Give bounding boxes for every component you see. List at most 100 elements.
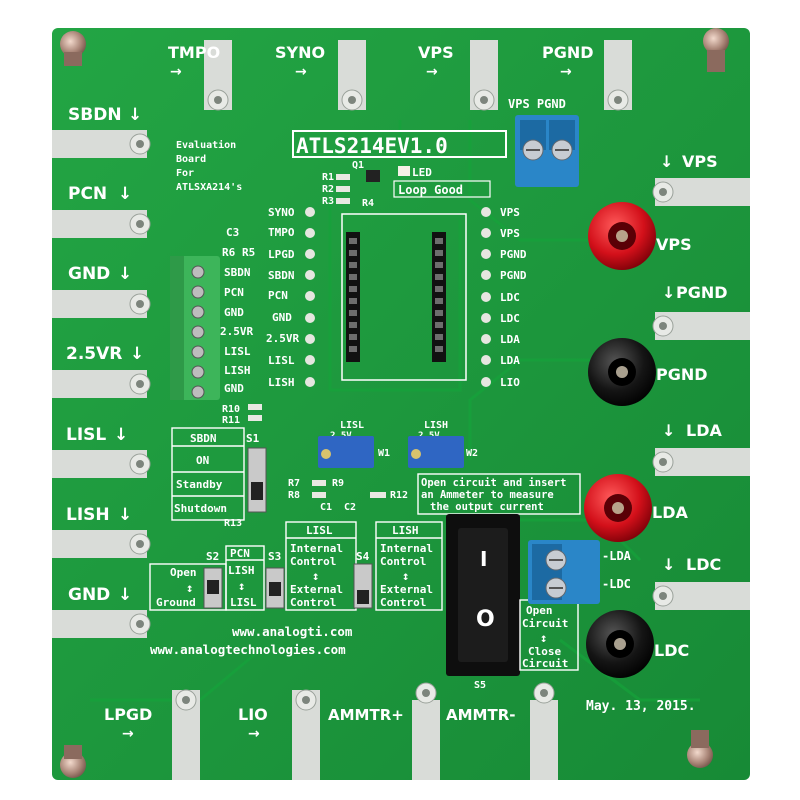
svg-text:LED: LED — [412, 166, 432, 179]
svg-text:LISH: LISH — [228, 564, 255, 577]
svg-text:SBDN: SBDN — [268, 269, 295, 282]
slide-switch-s1 — [247, 447, 267, 513]
binding-post-pgnd: PGND — [588, 338, 708, 406]
s1-sbdn-box: SBDN S1 ON Standby Shutdown — [171, 427, 267, 521]
arrow-icon: → — [295, 64, 307, 80]
vps-pgnd-terminal: VPS PGND — [508, 97, 579, 187]
right-pin-header: VPS VPS PGND PGND LDC LDC LDA LDA LIO — [481, 206, 527, 389]
website-long: www.analogtechnologies.com — [150, 642, 346, 657]
standoff-top-right — [703, 28, 729, 54]
svg-text:Q1: Q1 — [352, 160, 364, 171]
top-pad-label: PGND — [542, 43, 594, 62]
lda-ldc-terminal: -LDA -LDC — [528, 540, 632, 604]
svg-text:R12: R12 — [390, 490, 408, 501]
standoff-bottom-right — [687, 742, 713, 768]
binding-post-vps: VPS — [588, 202, 692, 270]
bottom-pad-label: AMMTR- — [446, 706, 515, 724]
svg-text:LISH: LISH — [268, 376, 295, 389]
left-pad-label: LISL — [66, 425, 106, 445]
arrow-icon: ↓ — [130, 344, 144, 364]
svg-text:R10: R10 — [222, 404, 240, 415]
arrow-icon: ↓ — [118, 585, 132, 605]
svg-text:LDC: LDC — [654, 641, 689, 660]
s2-box: S2 Open ↕ Ground — [149, 550, 227, 611]
top-pad-syno: SYNO → — [275, 40, 366, 111]
binding-posts: VPS PGND LDA LDC — [584, 202, 708, 678]
arrow-icon: ↓ — [114, 425, 128, 445]
svg-text:R1: R1 — [322, 172, 334, 183]
svg-text:LDA: LDA — [652, 503, 688, 522]
svg-text:LIO: LIO — [500, 376, 520, 389]
arrow-icon: → — [122, 726, 134, 742]
bottom-pad-label: LPGD — [104, 705, 152, 724]
svg-text:PCN: PCN — [268, 289, 288, 302]
svg-text:R8: R8 — [288, 490, 300, 501]
svg-text:W2: W2 — [466, 448, 478, 459]
board-title: ATLS214EV1.0 — [296, 134, 448, 158]
rocker-switch-s5: I O S5 Open Circuit ↕ Close Circuit — [446, 514, 579, 691]
svg-text:S4: S4 — [356, 550, 370, 563]
arrow-icon: ↓ — [128, 105, 142, 125]
svg-text:R9: R9 — [332, 478, 344, 489]
svg-text:PGND: PGND — [656, 365, 708, 384]
top-pad-tmpo: TMPO → — [168, 40, 232, 111]
svg-text:S1: S1 — [246, 432, 260, 445]
lisl-control-box: LISL Internal Control ↕ External Control — [285, 521, 357, 611]
svg-text:S3: S3 — [268, 550, 281, 563]
website-short: www.analogti.com — [232, 624, 353, 639]
arrow-icon: → — [426, 64, 438, 80]
arrow-icon: ↓ — [118, 264, 132, 284]
svg-text:O: O — [476, 607, 495, 632]
left-pad-label: GND — [68, 585, 110, 605]
binding-post-ldc: LDC — [586, 610, 689, 678]
svg-text:Circuit: Circuit — [522, 657, 568, 670]
left-pad-label: LISH — [66, 505, 110, 525]
svg-text:PCN: PCN — [230, 547, 250, 560]
svg-text:W1: W1 — [378, 448, 390, 459]
right-pad-label: LDC — [686, 555, 721, 574]
top-pad-label: VPS — [418, 43, 454, 62]
svg-text:LISL: LISL — [224, 345, 251, 358]
svg-text:SYNO: SYNO — [268, 206, 295, 219]
svg-text:LISH: LISH — [392, 524, 419, 537]
arrow-icon: → — [248, 726, 260, 742]
svg-text:R7: R7 — [288, 478, 300, 489]
svg-text:GND: GND — [272, 311, 292, 324]
svg-text:↕: ↕ — [312, 569, 319, 583]
svg-text:GND: GND — [224, 382, 244, 395]
board-date: May. 13, 2015. — [586, 699, 696, 714]
svg-text:Open: Open — [526, 604, 553, 617]
svg-text:R4: R4 — [362, 198, 374, 209]
arrow-icon: → — [170, 64, 182, 80]
svg-text:↕: ↕ — [238, 579, 245, 593]
arrow-icon: ↓ — [662, 555, 675, 574]
svg-text:External: External — [290, 583, 343, 596]
lish-control-box: S4 LISH Internal Control ↕ External Cont… — [353, 521, 443, 611]
svg-text:External: External — [380, 583, 433, 596]
svg-text:-LDC: -LDC — [602, 577, 631, 591]
svg-text:I: I — [480, 547, 487, 571]
svg-text:LPGD: LPGD — [268, 248, 295, 261]
svg-text:VPS: VPS — [500, 206, 520, 219]
arrow-icon: ↓ — [118, 184, 132, 204]
svg-text:the output current: the output current — [430, 501, 544, 513]
standoff-top-left — [60, 31, 86, 57]
left-pad-label: PCN — [68, 184, 107, 204]
svg-text:GND: GND — [224, 306, 244, 319]
svg-text:PGND: PGND — [500, 248, 527, 261]
svg-text:Shutdown: Shutdown — [174, 502, 227, 515]
svg-text:PGND: PGND — [500, 269, 527, 282]
green-terminal-block: SBDN PCN GND 2.5VR LISL LISH GND R10 R11 — [170, 256, 262, 426]
svg-text:R2: R2 — [322, 184, 334, 195]
led-icon — [398, 166, 410, 176]
svg-text:Ground: Ground — [156, 596, 196, 609]
svg-text:VPS: VPS — [656, 235, 692, 254]
left-pad-label: SBDN — [68, 105, 122, 125]
top-pad-label: SYNO — [275, 43, 325, 62]
svg-text:C1: C1 — [320, 502, 332, 513]
ammeter-note: Open circuit and insert an Ammeter to me… — [417, 473, 581, 515]
svg-text:R13: R13 — [224, 518, 242, 529]
svg-text:↕: ↕ — [186, 581, 193, 595]
left-pad-label: GND — [68, 264, 110, 284]
arrow-icon: ↓ — [662, 283, 675, 302]
